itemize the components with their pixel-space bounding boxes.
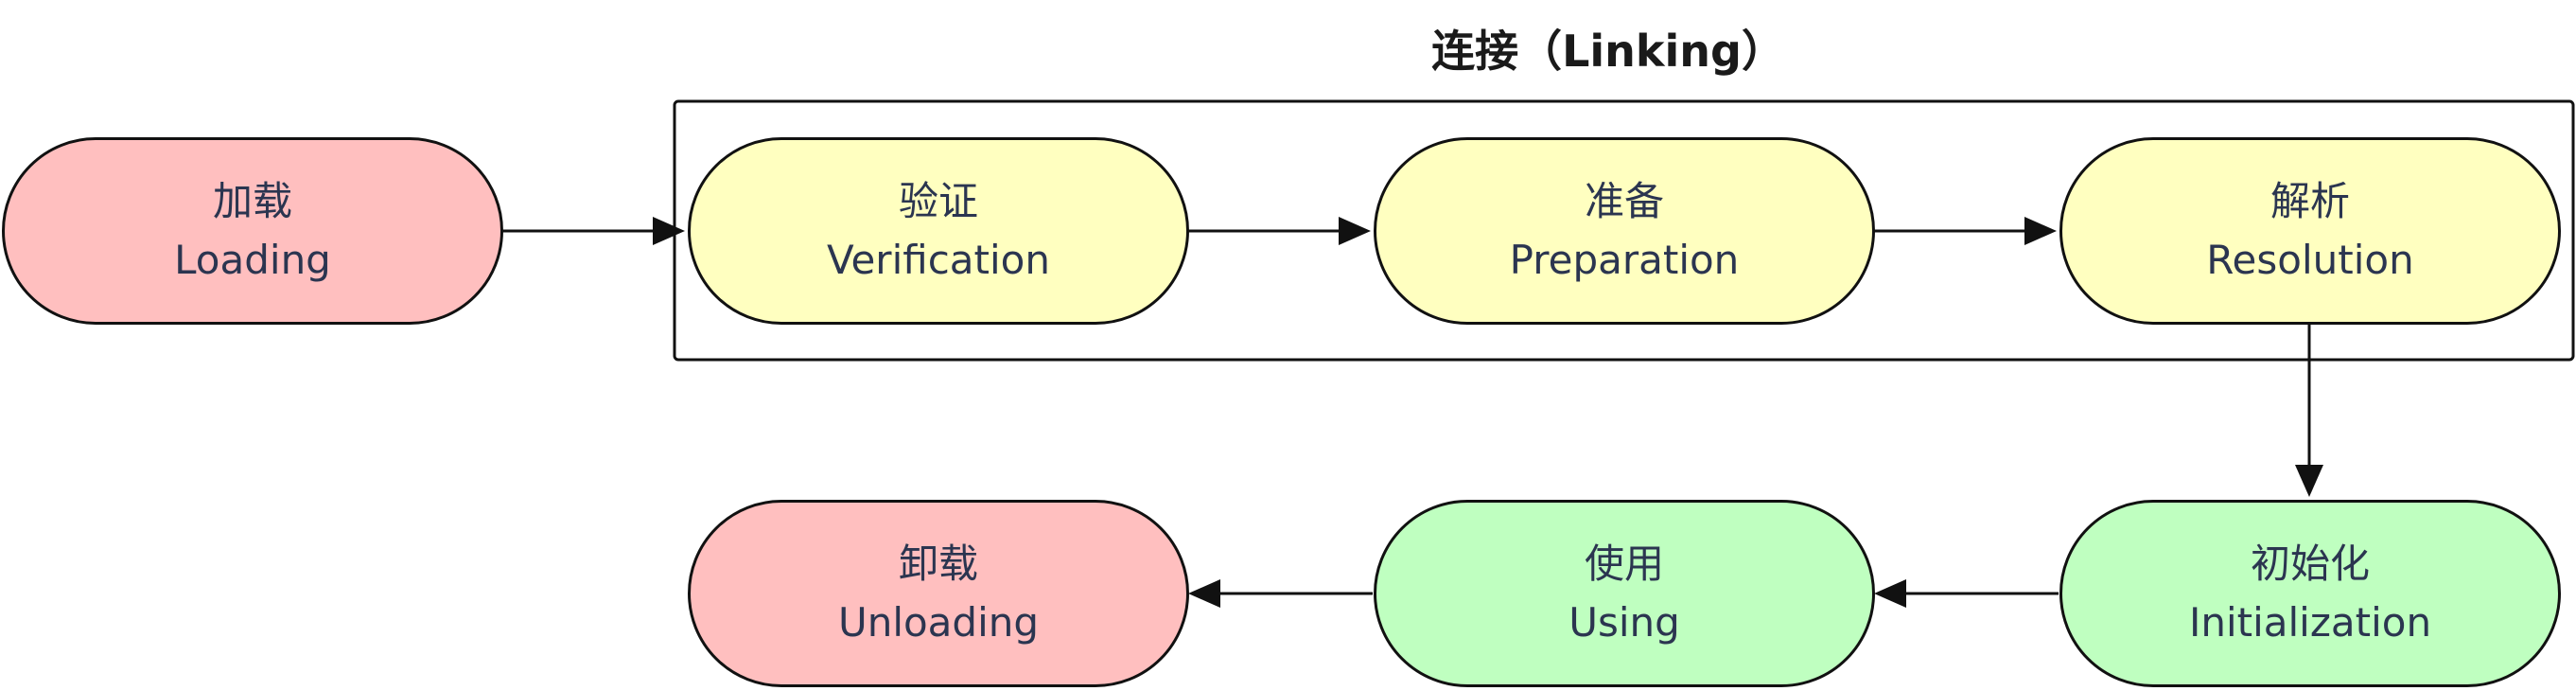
edges [501,217,2323,608]
arrowhead-resolution-to-initialization [2295,465,2323,497]
arrowhead-initialization-to-using [1874,579,1906,608]
node-verification: 验证 Verification [688,137,1189,325]
node-resolution: 解析 Resolution [2059,137,2561,325]
linking-group-title: 连接（Linking） [1431,26,1785,77]
node-unloading: 卸载 Unloading [688,500,1189,687]
node-resolution-en: Resolution [2206,237,2414,283]
node-preparation-en: Preparation [1509,237,1740,283]
node-verification-en: Verification [827,237,1050,283]
node-loading-en: Loading [174,237,331,283]
node-using-zh: 使用 [1584,540,1664,587]
arrowhead-preparation-to-resolution [2024,217,2057,245]
node-unloading-en: Unloading [837,599,1040,646]
node-loading: 加载 Loading [2,137,503,325]
node-verification-zh: 验证 [898,178,978,224]
node-initialization-en: Initialization [2188,599,2432,646]
arrowhead-verification-to-preparation [1339,217,1371,245]
node-initialization: 初始化 Initialization [2059,500,2561,687]
node-unloading-zh: 卸载 [898,540,978,587]
node-using-en: Using [1568,599,1680,646]
arrowhead-loading-to-verification [653,217,685,245]
node-preparation: 准备 Preparation [1374,137,1875,325]
node-using: 使用 Using [1374,500,1875,687]
node-loading-zh: 加载 [212,178,292,224]
node-initialization-zh: 初始化 [2250,540,2370,587]
node-resolution-zh: 解析 [2269,178,2350,224]
node-preparation-zh: 准备 [1584,178,1664,224]
arrowhead-using-to-unloading [1188,579,1220,608]
